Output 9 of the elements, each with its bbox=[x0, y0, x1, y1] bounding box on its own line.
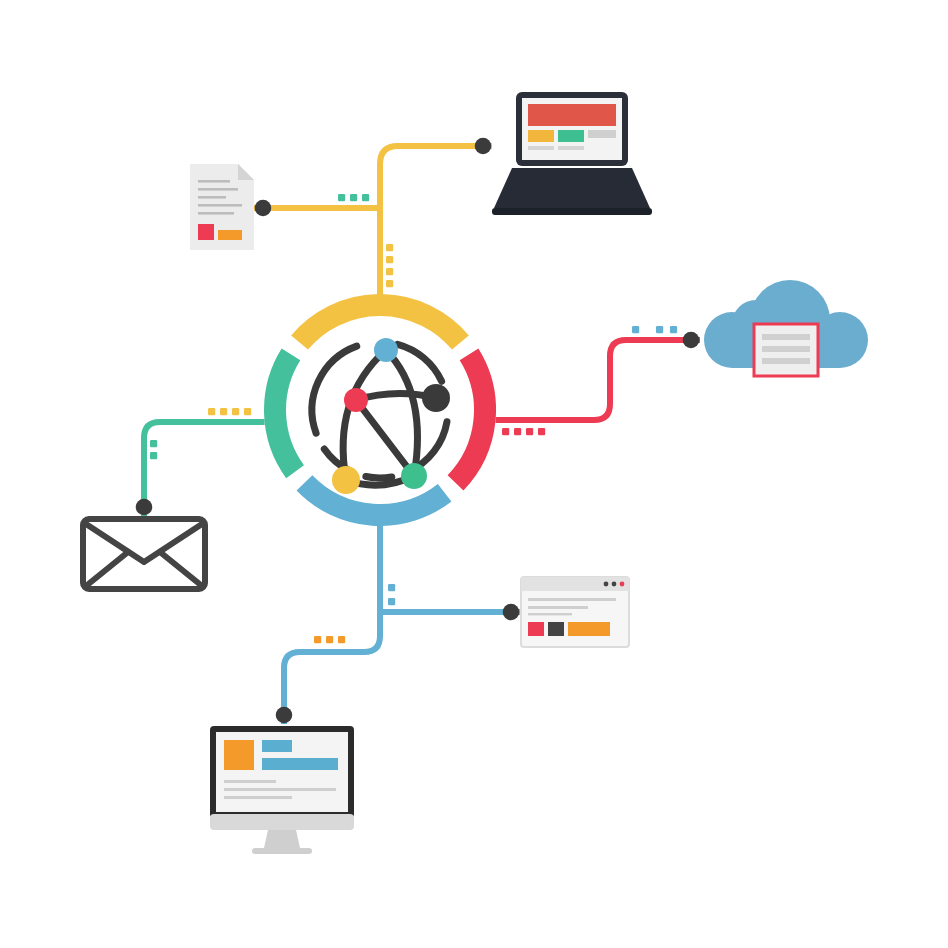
connector-line bbox=[495, 331, 700, 423]
desktop-monitor-icon bbox=[208, 724, 356, 856]
envelope-icon bbox=[80, 516, 208, 592]
connector-line bbox=[135, 419, 265, 516]
laptop-icon bbox=[492, 88, 652, 216]
browser-window-icon bbox=[520, 576, 630, 648]
cloud-icon bbox=[700, 280, 870, 380]
network-hub-icon bbox=[264, 294, 496, 526]
document-icon bbox=[190, 164, 254, 250]
